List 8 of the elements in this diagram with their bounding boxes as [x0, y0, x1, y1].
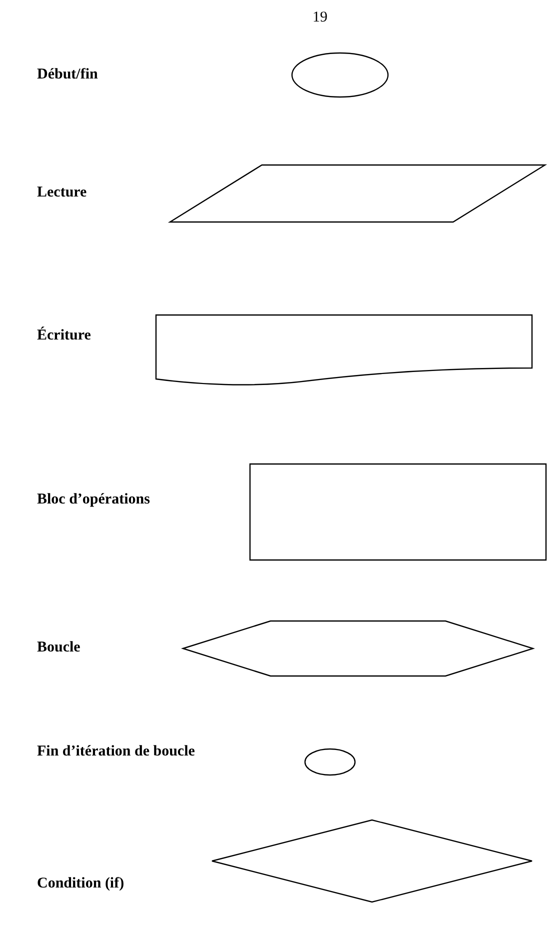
shape-name: Fin d’itération de boucle: [37, 744, 195, 760]
shape-name: Écriture: [37, 328, 91, 344]
page-number: 19: [312, 10, 328, 26]
shape-name: Bloc d’opérations: [37, 492, 150, 508]
shape-name: Lecture: [37, 184, 87, 202]
shape-name: Condition (if): [37, 876, 124, 892]
shape-name: Boucle: [37, 640, 80, 656]
shape-name: Début/fin: [37, 66, 98, 84]
